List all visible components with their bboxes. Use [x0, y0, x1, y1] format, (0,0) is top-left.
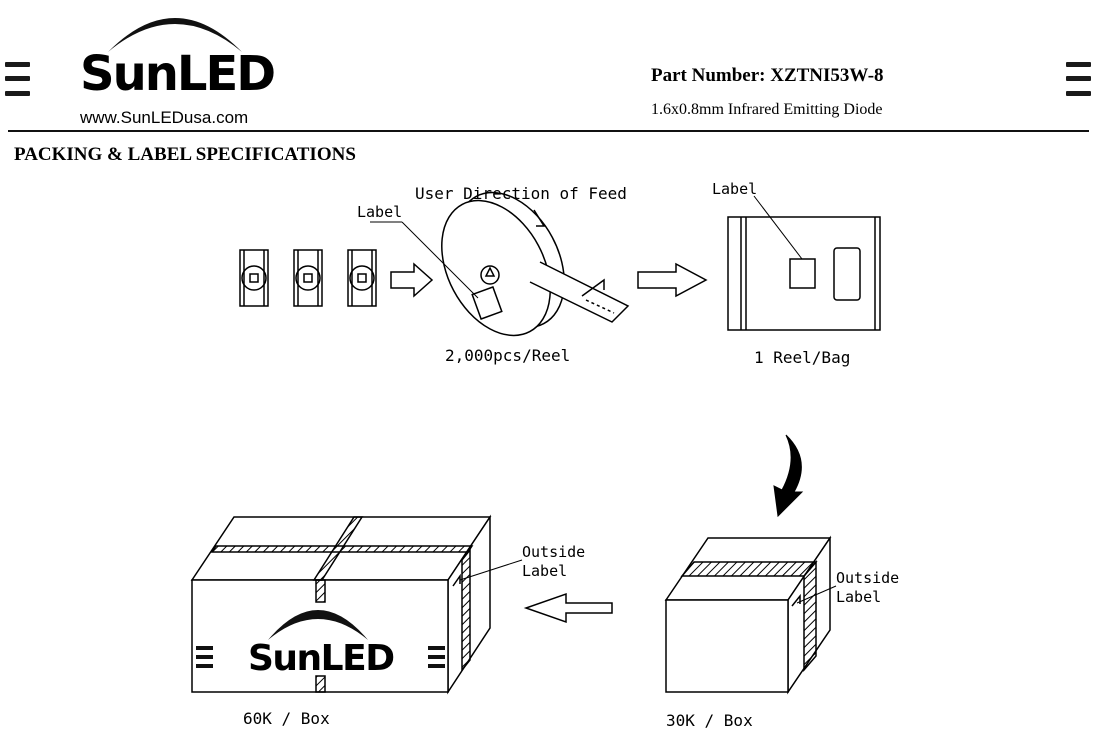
right-arrow-icon — [390, 262, 434, 298]
header-divider — [8, 130, 1089, 132]
reel-quantity-text: 2,000pcs/Reel — [445, 346, 570, 365]
led-component — [293, 249, 323, 307]
large-box-label-leader — [459, 559, 523, 581]
box-logo-text: SunLED — [248, 638, 394, 679]
bag-label-leader — [753, 195, 803, 260]
box-logo: SunLED — [196, 610, 445, 679]
logo-brand-text: SunLED — [80, 46, 276, 102]
small-box-label-line1: Outside — [836, 569, 899, 587]
led-component — [347, 249, 377, 307]
part-description: 1.6x0.8mm Infrared Emitting Diode — [651, 101, 883, 118]
small-box-quantity-text: 30K / Box — [666, 711, 753, 730]
logo-arc-icon — [108, 18, 242, 52]
large-box-quantity-text: 60K / Box — [243, 709, 330, 728]
website-url: www.SunLEDusa.com — [80, 108, 249, 127]
bag-label-text: Label — [712, 180, 757, 198]
bag-quantity-text: 1 Reel/Bag — [754, 348, 850, 367]
small-box-label-leader — [796, 585, 837, 604]
large-box-label-line2: Label — [522, 562, 567, 580]
large-box-illustration — [190, 514, 492, 695]
box-logo-arc-icon — [268, 610, 368, 640]
section-title: PACKING & LABEL SPECIFICATIONS — [14, 144, 356, 165]
large-box-label-line1: Outside — [522, 543, 585, 561]
curved-arrow-icon — [773, 434, 804, 518]
right-arrow-icon — [637, 262, 708, 298]
led-component — [239, 249, 269, 307]
feed-direction-text: User Direction of Feed — [415, 184, 627, 203]
small-box-illustration — [664, 535, 832, 695]
reel-label-text: Label — [357, 203, 402, 221]
part-number: Part Number: XZTNI53W-8 — [651, 65, 884, 86]
left-arrow-icon — [523, 592, 613, 624]
small-box-label-line2: Label — [836, 588, 881, 606]
reel-illustration — [441, 191, 630, 337]
bag-illustration — [727, 216, 881, 331]
reel-label-leader — [401, 221, 479, 299]
